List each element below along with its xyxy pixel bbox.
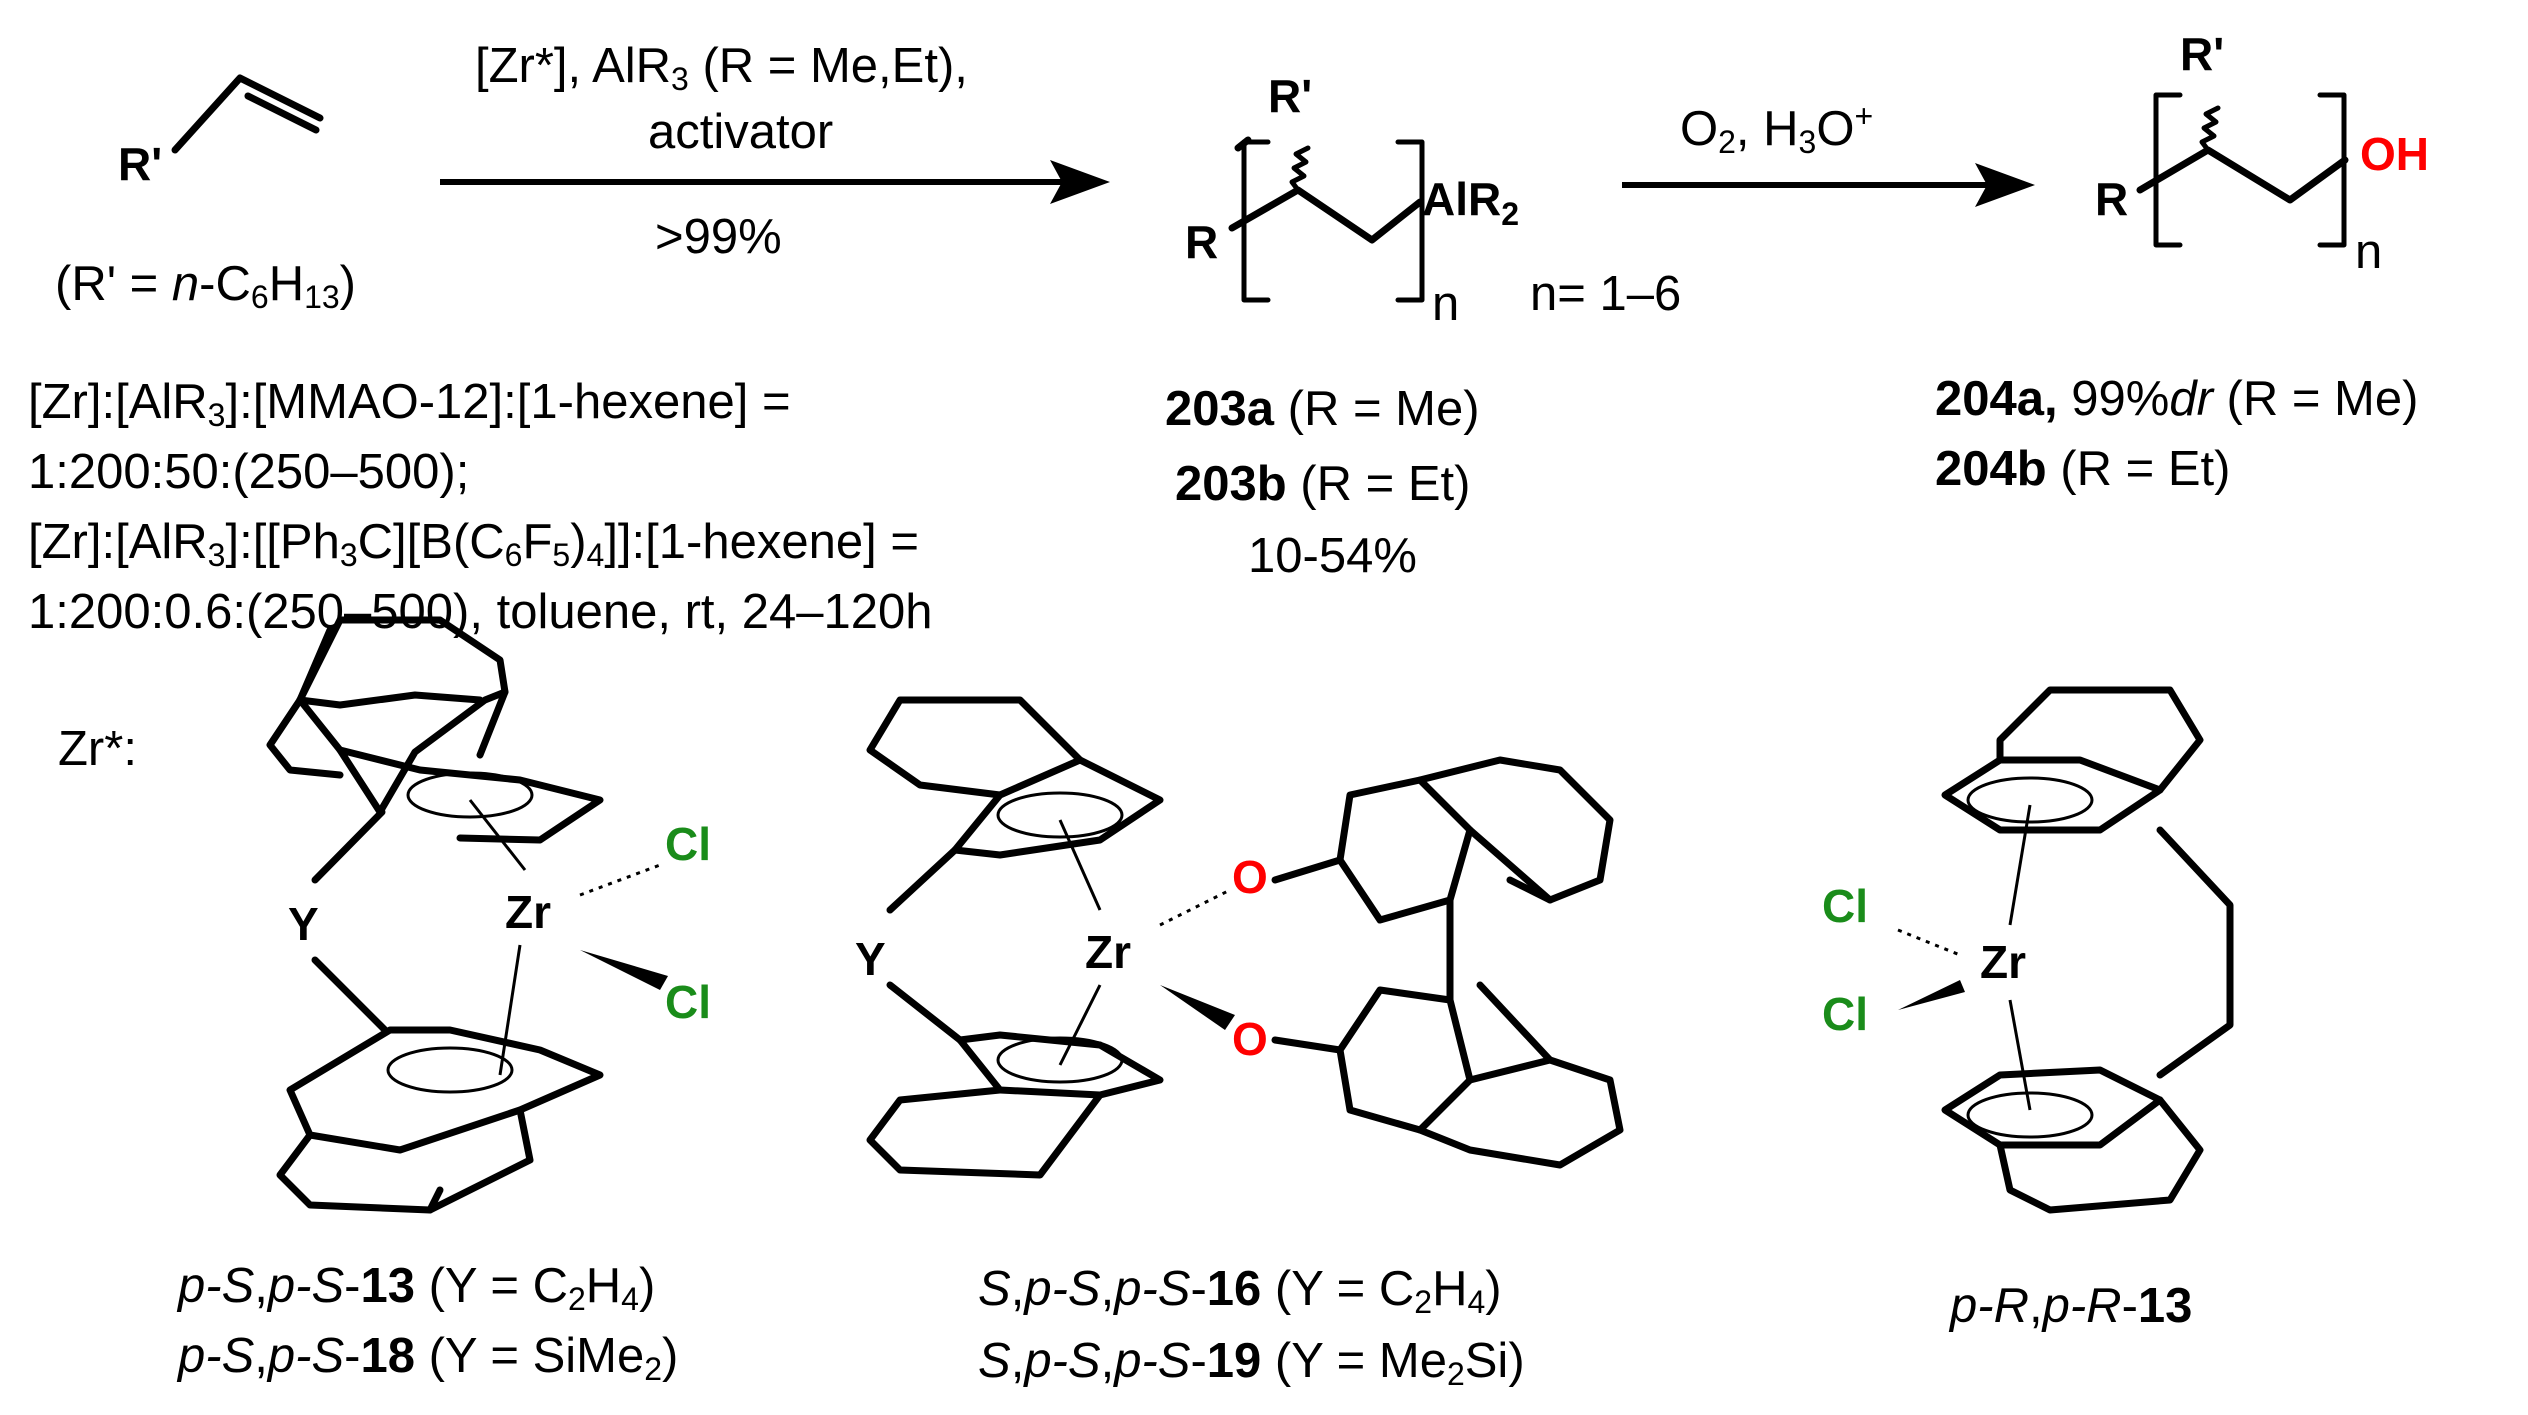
product2-n: n [2355,225,2382,279]
reactant-condition: (R' = n-C6H13) [55,257,356,315]
catalyst-1-label-line1: p-S,p-S-13 (Y = C2H4) [176,1259,655,1317]
catalyst-2-zr: Zr [1085,926,1131,978]
product-203: R' R AlR2 n n= 1–6 203a (R = Me) 203b (R… [1165,70,1681,583]
catalyst-2-label-line1: S,p-S,p-S-16 (Y = C2H4) [978,1262,1502,1320]
product1-yield: 10-54% [1248,529,1417,583]
product2-label-b: 204b (R = Et) [1935,442,2230,496]
product-204: R' R OH n 204a, 99%dr (R = Me) 204b (R =… [1935,28,2429,496]
catalyst-2-y: Y [855,933,886,985]
catalyst-1-structure: Y Zr Cl Cl [266,616,711,1214]
conditions-line1: [Zr]:[AlR3]:[MMAO-12]:[1-hexene] = [28,375,791,433]
catalyst-1-zr: Zr [505,886,551,938]
conditions-line4: 1:200:0.6:(250–500), toluene, rt, 24–120… [28,585,933,639]
catalyst-2-structure: Y Zr O O [855,696,1624,1179]
reactant-rprime: R' [118,138,162,190]
step1-line2: activator [648,105,833,159]
conditions-line3: [Zr]:[AlR3]:[[Ph3C][B(C6F5)4]]:[1-hexene… [28,515,919,573]
catalyst-1-label-line2: p-S,p-S-18 (Y = SiMe2) [176,1329,678,1387]
catalyst-3-cl-top: Cl [1822,880,1868,932]
product2-oh: OH [2360,128,2429,180]
catalyst-2-label-line2: S,p-S,p-S-19 (Y = Me2Si) [978,1334,1525,1392]
product1-alr2: AlR2 [1422,173,1519,232]
catalyst-3-label: p-R,p-R-13 [1948,1279,2192,1333]
product2-r: R [2095,173,2128,225]
product1-label-b: 203b (R = Et) [1175,457,1470,511]
catalyst-1-y: Y [288,898,319,950]
step2-reagents: O2, H3O+ [1680,98,1873,160]
product1-r: R [1185,216,1218,268]
product1-rprime: R' [1268,70,1312,122]
reactant-alkene: R' (R' = n-C6H13) [55,74,356,315]
catalyst-3-zr: Zr [1980,936,2026,988]
step1-arrow: [Zr*], AlR3 (R = Me,Et), activator >99% [440,39,1110,264]
conditions-block: [Zr]:[AlR3]:[MMAO-12]:[1-hexene] = 1:200… [28,375,933,639]
product1-n: n [1432,277,1459,331]
product2-label-a: 204a, 99%dr (R = Me) [1935,372,2418,426]
catalyst-3-cl-bottom: Cl [1822,988,1868,1040]
product2-rprime: R' [2180,28,2224,80]
catalyst-1-cl-bottom: Cl [665,976,711,1028]
step1-yield: >99% [655,210,782,264]
conditions-line2: 1:200:50:(250–500); [28,445,469,499]
catalyst-1-cl-top: Cl [665,818,711,870]
step2-arrow: O2, H3O+ [1622,98,2035,207]
catalyst-2-o-top: O [1232,851,1268,903]
catalyst-3-structure: Zr Cl Cl [1822,686,2234,1214]
product1-label-a: 203a (R = Me) [1165,382,1480,436]
catalyst-2-o-bottom: O [1232,1013,1268,1065]
zr-star-label: Zr*: [58,722,137,776]
product1-nrange: n= 1–6 [1530,267,1681,321]
step1-line1: [Zr*], AlR3 (R = Me,Et), [475,39,968,97]
